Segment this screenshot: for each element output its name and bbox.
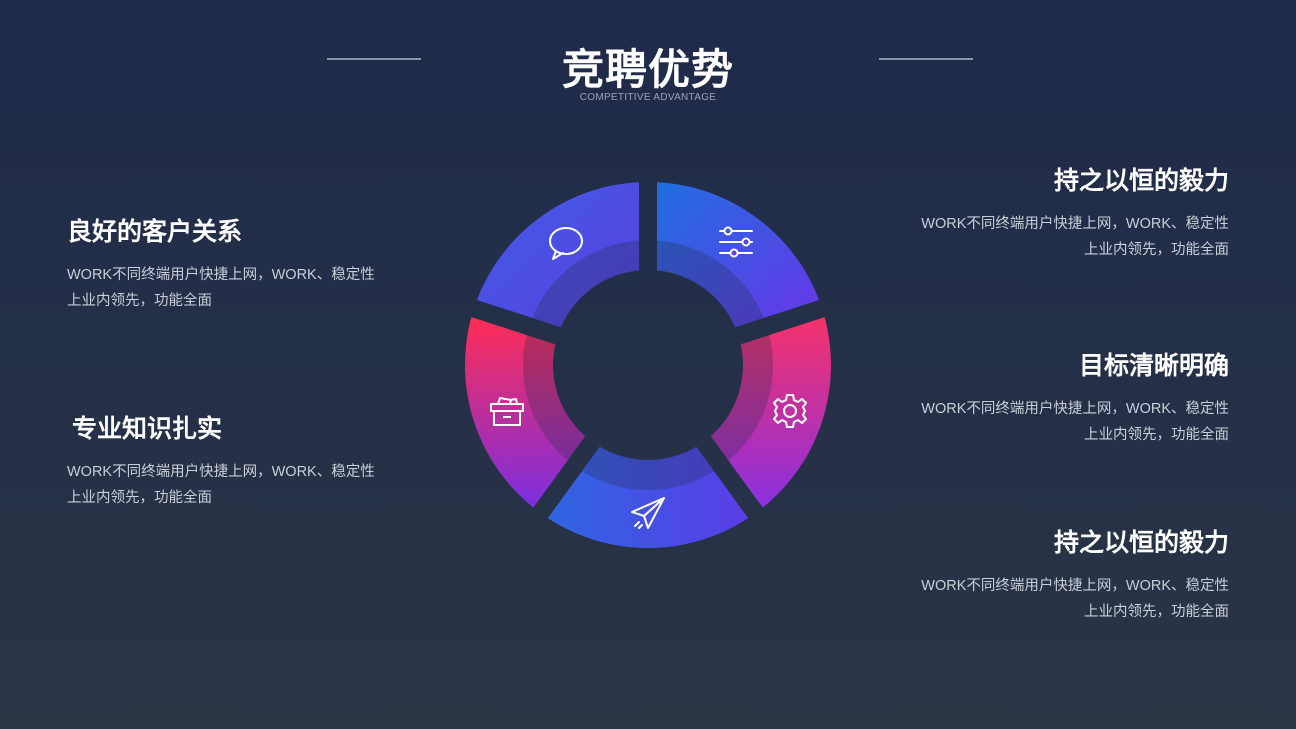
paper-plane-icon [631, 497, 665, 529]
advantage-description: WORK不同终端用户快捷上网，WORK、稳定性上业内领先，功能全面 [921, 578, 1229, 620]
page-title: 竞聘优势 [561, 46, 734, 93]
title-decor-line-left [327, 58, 421, 60]
box-icon [490, 397, 524, 426]
advantage-description: WORK不同终端用户快捷上网，WORK、稳定性上业内领先，功能全面 [921, 401, 1229, 443]
advantage-block-customer-relations: 良好的客户关系 WORK不同终端用户快捷上网，WORK、稳定性上业内领先，功能全… [67, 212, 387, 314]
sliders-icon [719, 226, 753, 258]
ring-segment-top-left [476, 182, 640, 328]
gear-icon [773, 394, 807, 428]
advantage-title: 持之以恒的毅力 [1053, 167, 1229, 195]
advantage-block-professional-knowledge: 专业知识扎实 WORK不同终端用户快捷上网，WORK、稳定性上业内领先，功能全面 [67, 409, 392, 511]
chat-bubble-icon [549, 227, 583, 260]
page-subtitle: COMPETITIVE ADVANTAGE [579, 92, 717, 103]
advantage-description: WORK不同终端用户快捷上网，WORK、稳定性上业内领先，功能全面 [67, 267, 375, 309]
ring-segment-bottom [547, 446, 749, 549]
ring-segment-right [710, 317, 831, 508]
title-decor-line-right [879, 58, 973, 60]
advantage-description: WORK不同终端用户快捷上网，WORK、稳定性上业内领先，功能全面 [921, 216, 1229, 258]
advantage-block-perseverance-2: 持之以恒的毅力 WORK不同终端用户快捷上网，WORK、稳定性上业内领先，功能全… [909, 523, 1229, 625]
advantage-description: WORK不同终端用户快捷上网，WORK、稳定性上业内领先，功能全面 [67, 464, 375, 506]
advantage-block-perseverance-1: 持之以恒的毅力 WORK不同终端用户快捷上网，WORK、稳定性上业内领先，功能全… [909, 161, 1229, 263]
advantage-title: 良好的客户关系 [67, 218, 243, 246]
advantage-title: 专业知识扎实 [72, 415, 223, 443]
advantage-block-clear-goals: 目标清晰明确 WORK不同终端用户快捷上网，WORK、稳定性上业内领先，功能全面 [909, 346, 1229, 448]
advantage-ring-diagram [465, 182, 831, 549]
advantage-title: 目标清晰明确 [1078, 352, 1229, 380]
ring-segment-left [465, 317, 586, 508]
advantage-title: 持之以恒的毅力 [1053, 529, 1229, 557]
